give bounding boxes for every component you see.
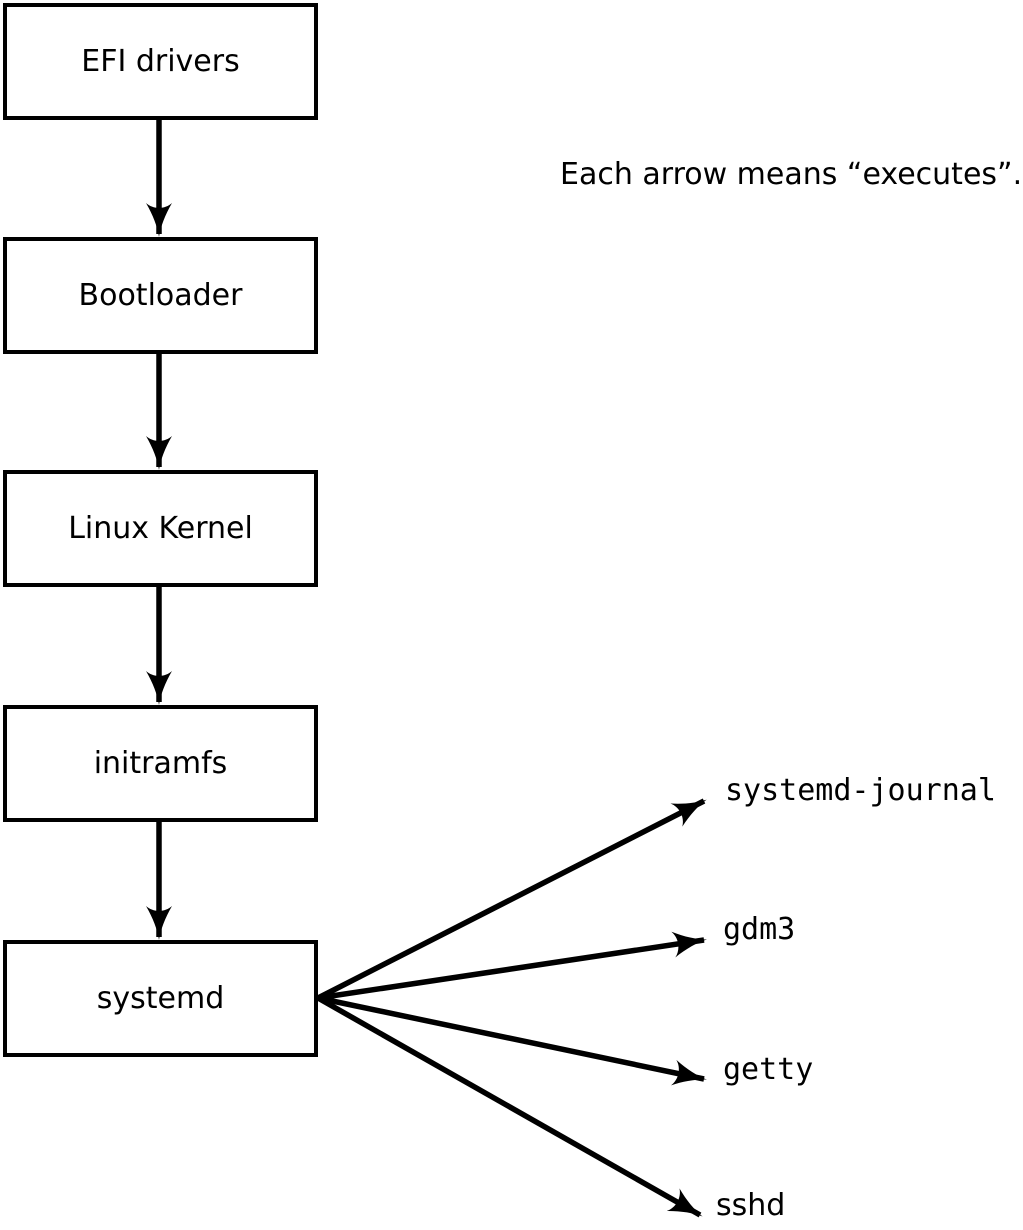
spawned-process-systemd-journal: systemd-journal: [725, 773, 996, 808]
node-efi-drivers: EFI drivers: [3, 3, 318, 120]
arrow-systemd-to-systemd-journal: [316, 798, 707, 1001]
spawned-process-sshd: sshd: [716, 1188, 786, 1223]
node-linux-kernel-label: Linux Kernel: [68, 510, 253, 546]
node-bootloader: Bootloader: [3, 237, 318, 354]
node-systemd: systemd: [3, 940, 318, 1057]
node-bootloader-label: Bootloader: [78, 277, 243, 313]
node-efi-drivers-label: EFI drivers: [81, 43, 240, 79]
node-systemd-label: systemd: [96, 980, 225, 1016]
spawned-process-getty: getty: [723, 1052, 814, 1087]
arrow-systemd-to-sshd: [316, 995, 703, 1218]
arrow-meaning-note: Each arrow means “executes”.: [560, 157, 1023, 192]
arrow-systemd-to-getty: [317, 995, 707, 1086]
node-linux-kernel: Linux Kernel: [3, 470, 318, 587]
node-initramfs: initramfs: [3, 705, 318, 822]
arrow-systemd-to-gdm3: [317, 931, 707, 1001]
node-initramfs-label: initramfs: [93, 745, 228, 781]
spawned-process-gdm3: gdm3: [723, 912, 796, 947]
